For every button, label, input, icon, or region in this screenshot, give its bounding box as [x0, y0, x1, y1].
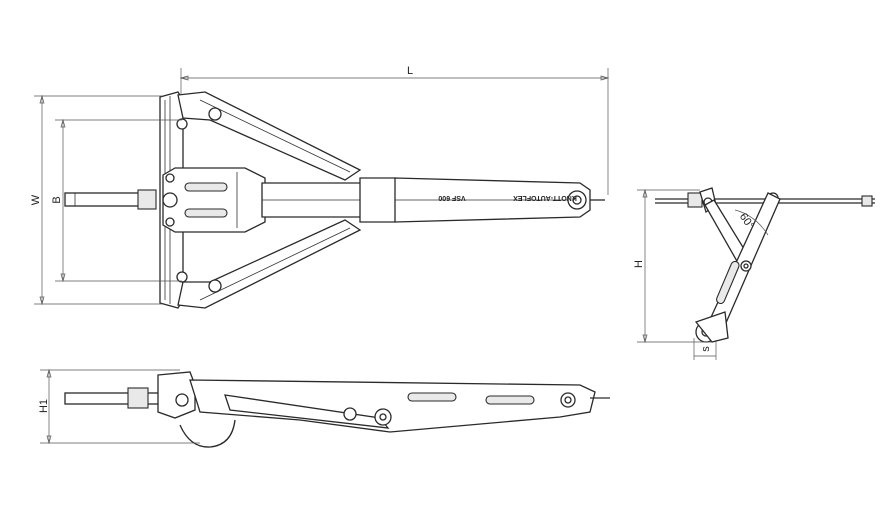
closed-long-arm	[189, 379, 596, 433]
gear-housing	[162, 167, 266, 233]
lower-arm	[177, 219, 362, 309]
upper-arm	[177, 91, 362, 181]
dimension-height-closed: H1	[38, 368, 200, 445]
dimension-height-label: H	[633, 260, 645, 268]
main-beam: KNOTT-AUTOFLEX VSF 600	[261, 177, 605, 223]
dimension-width: W	[30, 94, 162, 306]
dimension-base: B	[51, 118, 182, 283]
side-view-extended: 60° H s	[633, 187, 875, 360]
dimension-s-label: s	[700, 346, 712, 352]
dimension-s: s	[693, 338, 717, 360]
dimension-length-label: L	[407, 65, 413, 77]
dimension-height-closed-label: H1	[38, 399, 50, 413]
top-view: KNOTT-AUTOFLEX VSF 600 L W	[30, 65, 610, 309]
dimension-width-label: W	[30, 194, 42, 205]
side-view-closed: H1	[38, 368, 610, 448]
dimension-length: L	[179, 65, 610, 195]
model-marking: VSF 600	[438, 194, 465, 201]
dimension-height: H	[633, 188, 712, 344]
brand-marking: KNOTT-AUTOFLEX	[513, 194, 577, 201]
crank-spindle	[64, 189, 157, 210]
dimension-base-label: B	[51, 196, 63, 203]
